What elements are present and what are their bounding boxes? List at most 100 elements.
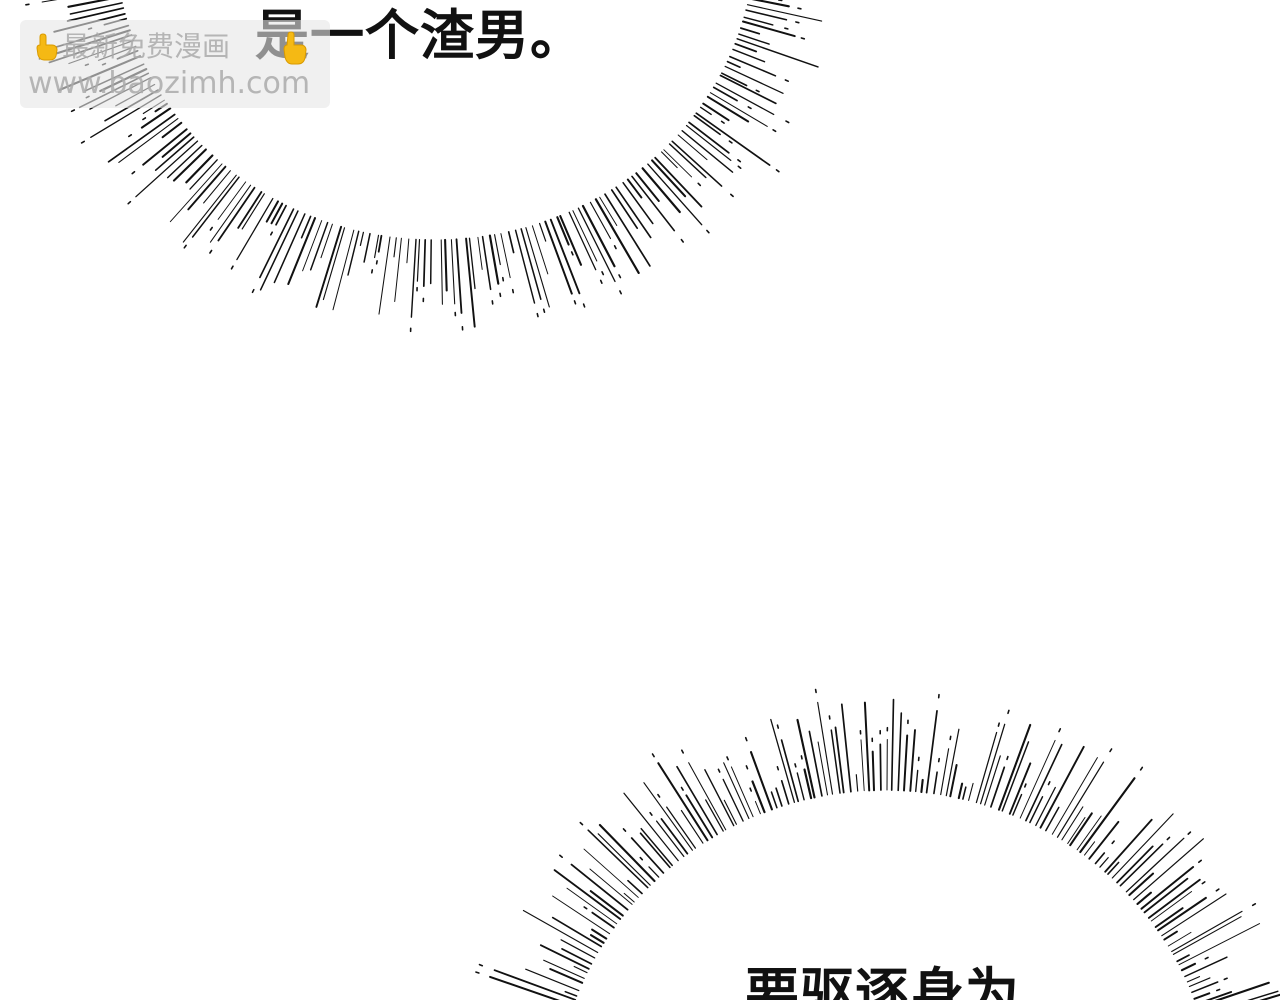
watermark[interactable]: 最新免费漫画 www.baozimh.com bbox=[20, 20, 330, 108]
speed-line bbox=[780, 739, 800, 803]
speed-line bbox=[688, 121, 730, 154]
speed-line-dash bbox=[1215, 888, 1220, 892]
speed-line-dash bbox=[1166, 836, 1171, 841]
speed-line bbox=[746, 4, 823, 22]
speed-line bbox=[640, 827, 673, 867]
speed-line-dash bbox=[728, 140, 733, 144]
speed-line bbox=[236, 197, 274, 261]
speed-line bbox=[69, 2, 123, 15]
speed-line bbox=[1184, 956, 1228, 978]
speed-line-dash bbox=[582, 303, 586, 308]
speed-line-dash bbox=[183, 244, 187, 249]
speed-line-dash bbox=[499, 292, 502, 298]
speed-line bbox=[940, 748, 950, 796]
speed-line-dash bbox=[775, 169, 780, 173]
speed-line bbox=[359, 231, 365, 247]
speed-line bbox=[374, 234, 380, 259]
speed-line-dash bbox=[697, 182, 702, 187]
speed-line-dash bbox=[127, 200, 132, 205]
speed-line bbox=[140, 107, 172, 129]
speed-line-dash bbox=[1201, 881, 1206, 885]
speed-line-dash bbox=[749, 787, 753, 792]
speed-line bbox=[699, 106, 712, 116]
speed-line bbox=[1067, 816, 1086, 845]
speed-line-dash bbox=[1204, 956, 1209, 960]
speed-line bbox=[1035, 786, 1056, 827]
speed-line bbox=[594, 198, 640, 274]
speed-line bbox=[706, 95, 750, 123]
speed-line bbox=[685, 124, 732, 161]
speed-line bbox=[1119, 843, 1164, 887]
speed-line bbox=[1180, 962, 1197, 972]
speed-line bbox=[520, 228, 542, 300]
speed-line-dash bbox=[777, 0, 783, 2]
speed-line bbox=[182, 174, 237, 243]
speed-line bbox=[920, 778, 924, 794]
speed-line-dash bbox=[744, 736, 748, 742]
speed-line bbox=[589, 201, 612, 240]
speed-line bbox=[749, 751, 773, 811]
speed-line bbox=[577, 207, 616, 283]
speed-line bbox=[945, 728, 960, 797]
speed-line bbox=[468, 237, 476, 290]
pointing-hand-icon bbox=[36, 33, 58, 61]
speed-line bbox=[568, 211, 597, 271]
speed-line bbox=[863, 701, 871, 792]
speed-line bbox=[166, 144, 203, 179]
speed-line bbox=[429, 239, 432, 285]
speed-line bbox=[142, 128, 188, 166]
speed-line-dash bbox=[784, 79, 790, 82]
speed-line bbox=[693, 114, 721, 136]
speed-line-dash bbox=[784, 27, 789, 30]
speed-line bbox=[573, 965, 588, 974]
speed-line bbox=[879, 743, 882, 791]
speed-line bbox=[1167, 931, 1192, 947]
speed-line bbox=[1147, 878, 1201, 919]
speed-line-dash bbox=[1187, 831, 1192, 835]
speed-line bbox=[830, 729, 841, 794]
speed-line bbox=[544, 220, 573, 295]
speed-line-dash bbox=[542, 308, 546, 314]
speed-line bbox=[705, 799, 724, 832]
speed-line bbox=[315, 225, 343, 308]
watermark-url[interactable]: www.baozimh.com bbox=[28, 66, 311, 101]
speed-line bbox=[1188, 977, 1211, 988]
speed-line bbox=[494, 234, 501, 266]
pointing-hand-icon bbox=[283, 31, 307, 65]
speed-line bbox=[925, 710, 938, 794]
speed-line-dash bbox=[726, 756, 730, 761]
speed-line bbox=[322, 227, 346, 301]
speed-line bbox=[949, 764, 958, 798]
speed-line bbox=[1039, 745, 1085, 829]
speed-line-dash bbox=[475, 971, 480, 974]
speed-line bbox=[589, 890, 624, 917]
speed-line bbox=[1061, 806, 1084, 841]
speed-line bbox=[66, 7, 125, 22]
speed-line-dash bbox=[579, 821, 584, 826]
speed-line bbox=[589, 934, 605, 944]
speed-line-dash bbox=[776, 765, 780, 771]
speed-line bbox=[704, 769, 735, 827]
speed-line-dash bbox=[230, 265, 234, 270]
speed-line bbox=[406, 238, 410, 264]
speed-line-dash bbox=[680, 786, 684, 791]
speed-line bbox=[237, 191, 263, 229]
speed-line-dash bbox=[478, 963, 484, 967]
speed-line bbox=[217, 181, 247, 220]
speed-line-dash bbox=[1047, 780, 1051, 786]
speed-line bbox=[309, 221, 329, 271]
speed-line bbox=[581, 204, 616, 268]
speed-line bbox=[1094, 852, 1106, 865]
speed-line-dash bbox=[795, 21, 800, 24]
caption-bottom: 要驱逐身为 bbox=[745, 962, 1020, 1000]
speed-line bbox=[187, 165, 227, 211]
speed-line bbox=[549, 968, 584, 984]
speed-line bbox=[583, 848, 639, 898]
speed-line bbox=[997, 723, 1032, 811]
speed-line-dash bbox=[80, 140, 85, 144]
speed-line bbox=[300, 215, 312, 239]
speed-line bbox=[597, 833, 651, 886]
speed-line bbox=[660, 151, 678, 169]
speed-line bbox=[775, 787, 783, 807]
